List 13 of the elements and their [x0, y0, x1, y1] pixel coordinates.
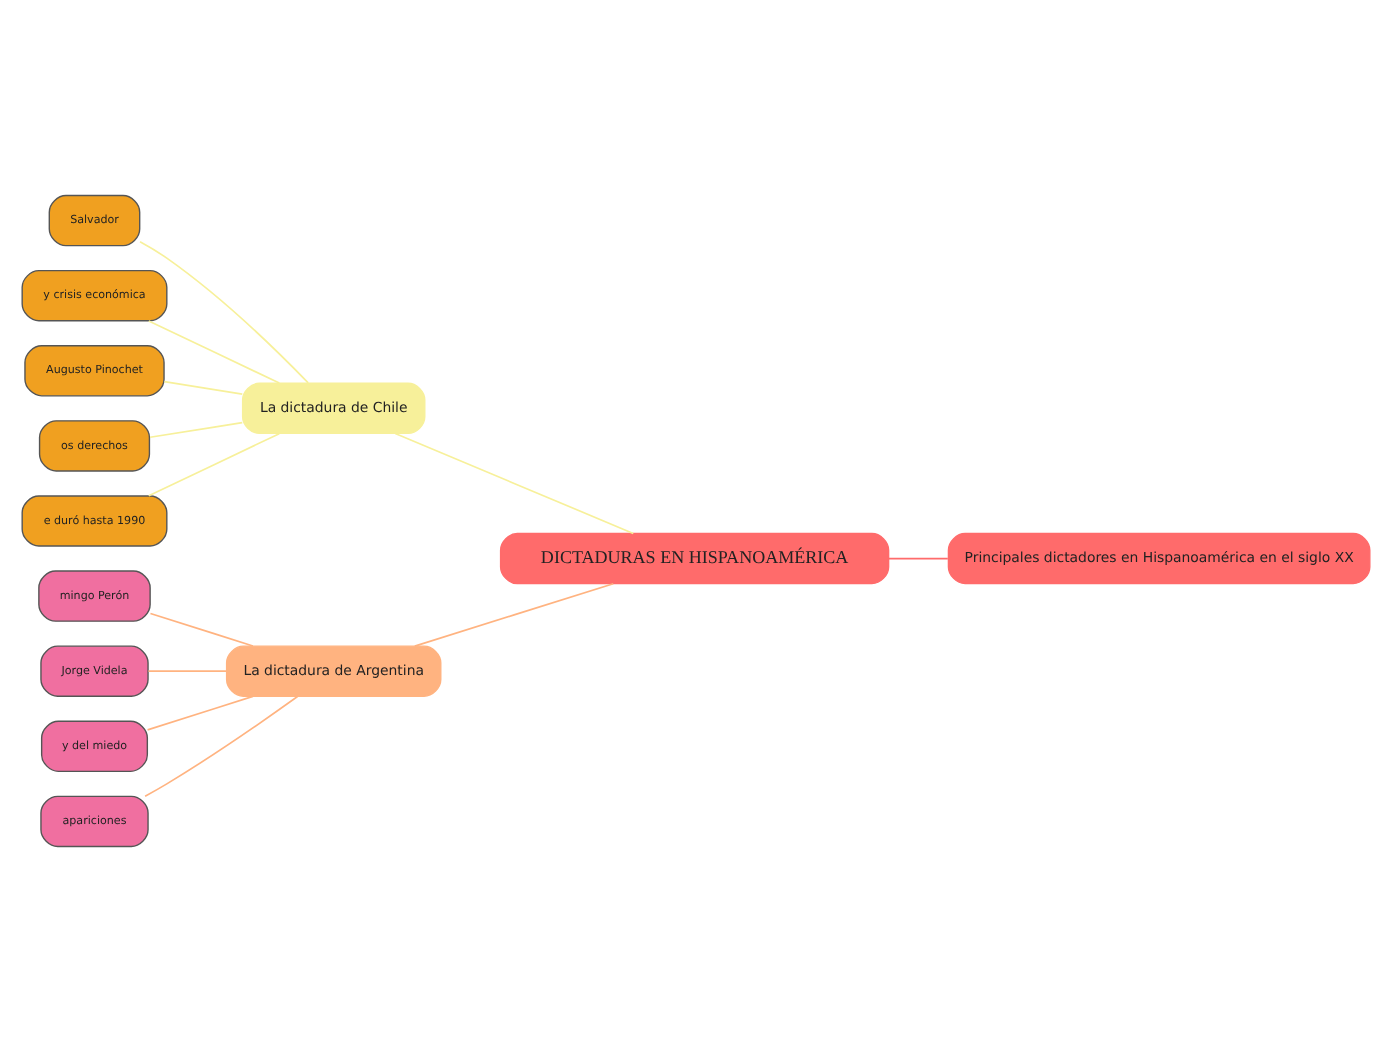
connector [144, 694, 299, 797]
connector [887, 556, 949, 559]
connector [139, 239, 310, 383]
connector [149, 611, 254, 646]
connector [163, 379, 244, 394]
connector [394, 431, 635, 534]
connector [147, 669, 228, 672]
connector [149, 420, 244, 438]
connector [147, 319, 281, 383]
connector [413, 581, 615, 646]
connector [146, 694, 254, 730]
node-box: DICTADURAS EN HISPANOAMÉRICA [499, 531, 890, 584]
connector [147, 431, 281, 496]
